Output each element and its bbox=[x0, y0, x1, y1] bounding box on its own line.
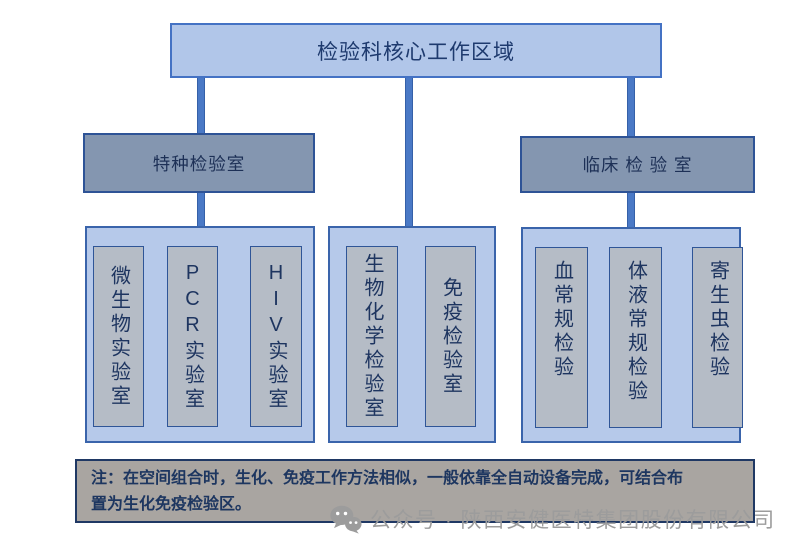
room-blood-routine: 血常规检验 bbox=[535, 247, 588, 428]
connector-root-to-clinical-lab bbox=[627, 76, 635, 138]
node-core-work-area: 检验科核心工作区域 bbox=[170, 23, 662, 78]
node-clinical-lab-label: 临床 检 验 室 bbox=[582, 155, 693, 175]
room-biochemistry-lab-label: 生物化学检验室 bbox=[361, 252, 383, 421]
node-special-lab: 特种检验室 bbox=[83, 133, 315, 193]
group-clinical-rooms: 血常规检验 体液常规检验 寄生虫检验 bbox=[521, 227, 743, 443]
node-special-lab-label: 特种检验室 bbox=[152, 153, 246, 174]
room-hiv-lab: HIV实验室 bbox=[250, 246, 302, 427]
room-hiv-lab-label: HIV实验室 bbox=[265, 261, 287, 412]
connector-root-to-biochem-group bbox=[405, 76, 413, 229]
watermark: 公众号 · 陕西安健医特集团股份有限公司 bbox=[329, 502, 776, 536]
room-pcr-lab: PCR实验室 bbox=[167, 246, 218, 427]
room-immunology-lab-label: 免疫检验室 bbox=[439, 276, 462, 397]
wechat-icon bbox=[330, 505, 362, 534]
group-special-rooms: 微生物实验室 PCR实验室 HIV实验室 bbox=[85, 226, 315, 443]
connector-clinical-lab-to-group bbox=[627, 190, 635, 228]
note-line-1: 注：在空间组合时，生化、免疫工作方法相似，一般依靠全自动设备完成，可结合布 bbox=[91, 470, 684, 487]
room-immunology-lab: 免疫检验室 bbox=[425, 246, 476, 427]
room-parasite-test-label: 寄生虫检验 bbox=[706, 260, 729, 380]
room-parasite-test: 寄生虫检验 bbox=[692, 247, 743, 428]
room-body-fluid-routine: 体液常规检验 bbox=[609, 247, 662, 428]
note-box: 注：在空间组合时，生化、免疫工作方法相似，一般依靠全自动设备完成，可结合布 置为… bbox=[75, 459, 755, 523]
connector-special-lab-to-group bbox=[197, 191, 205, 228]
room-pcr-lab-label: PCR实验室 bbox=[181, 261, 204, 412]
room-microbiology-lab-label: 微生物实验室 bbox=[107, 264, 130, 409]
watermark-text: 公众号 · 陕西安健医特集团股份有限公司 bbox=[370, 509, 776, 532]
room-blood-routine-label: 血常规检验 bbox=[550, 260, 573, 380]
room-biochemistry-lab: 生物化学检验室 bbox=[346, 246, 398, 427]
room-microbiology-lab: 微生物实验室 bbox=[93, 246, 144, 427]
group-biochem-rooms: 生物化学检验室 免疫检验室 bbox=[328, 226, 496, 443]
node-core-work-area-label: 检验科核心工作区域 bbox=[317, 40, 515, 64]
room-body-fluid-routine-label: 体液常规检验 bbox=[624, 260, 647, 404]
connector-root-to-special-lab bbox=[197, 76, 205, 135]
note-line-2: 置为生化免疫检验区。 bbox=[91, 495, 252, 513]
node-clinical-lab: 临床 检 验 室 bbox=[520, 136, 755, 193]
